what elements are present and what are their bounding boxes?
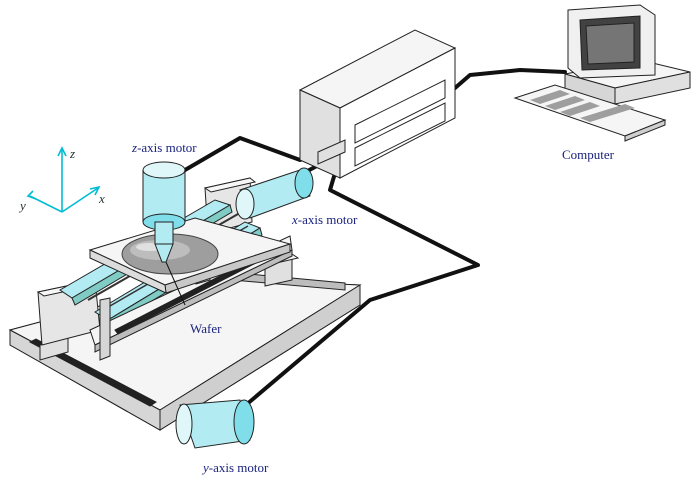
x-axis-motor — [235, 167, 314, 220]
controller-box — [298, 29, 457, 179]
wafer-label: Wafer — [190, 321, 222, 336]
y-axis-motor-label: y-axis motor — [201, 460, 269, 475]
wafer-leader-line — [165, 261, 186, 306]
z-axis-motor — [142, 161, 186, 263]
computer-cable — [453, 68, 567, 90]
y-motor-cable — [238, 161, 480, 412]
axis-z-label: z — [69, 146, 75, 161]
z-axis-motor-label: z-axis motor — [131, 140, 197, 155]
axis-triad — [26, 146, 101, 213]
axis-x-label: x — [98, 191, 105, 206]
computer — [513, 4, 691, 142]
x-axis-motor-label: x-axis motor — [291, 212, 358, 227]
y-axis-motor — [175, 399, 255, 449]
axis-y-label: y — [18, 198, 26, 213]
computer-label: Computer — [562, 147, 615, 162]
